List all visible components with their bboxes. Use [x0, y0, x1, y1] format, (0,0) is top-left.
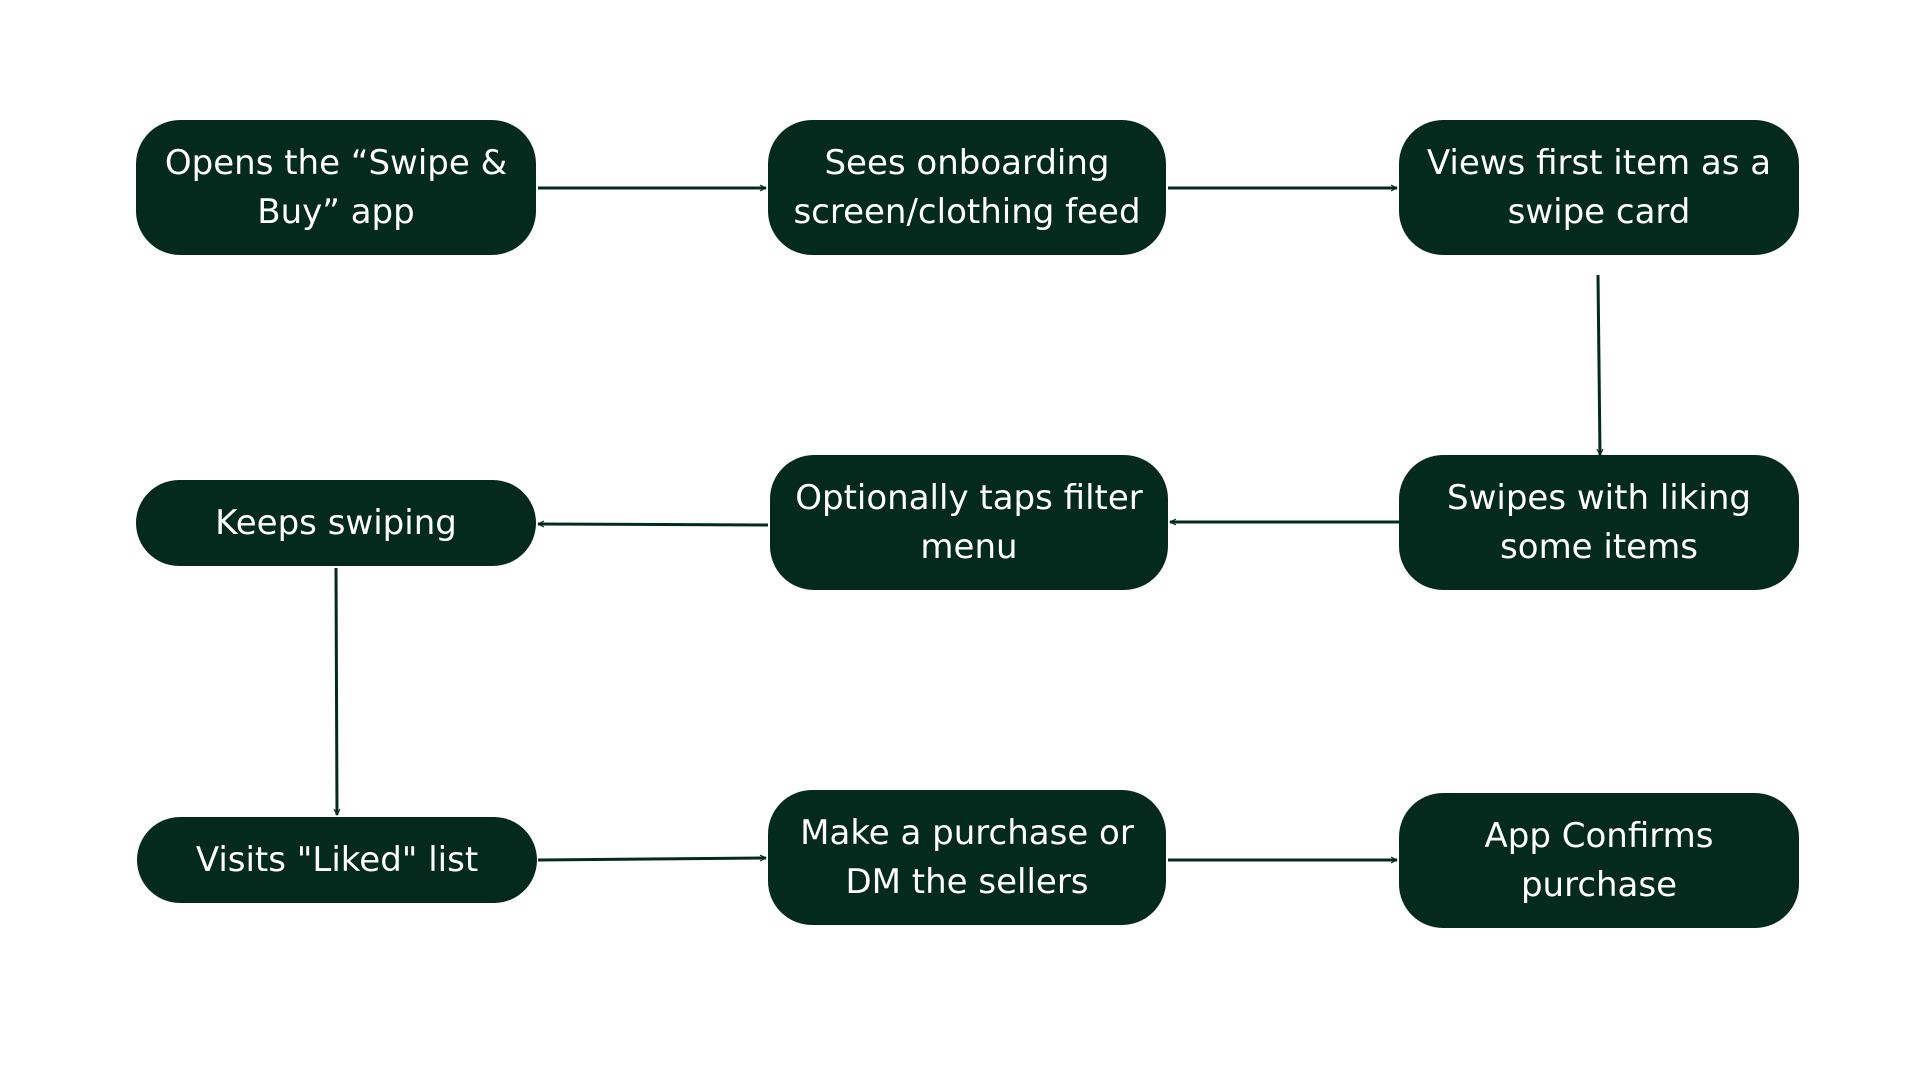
- edge-keeps-swiping-to-liked-list: [333, 567, 341, 816]
- edge-filter-menu-to-keeps-swiping: [537, 520, 769, 528]
- edge-liked-list-to-purchase: [537, 854, 767, 862]
- node-first-item: Views first item as a swipe card: [1399, 120, 1799, 255]
- node-liked-list: Visits "Liked" list: [137, 817, 537, 903]
- node-onboarding: Sees onboarding screen/clothing feed: [768, 120, 1166, 255]
- edge-first-item-to-swipes: [1596, 274, 1604, 456]
- node-purchase: Make a purchase or DM the sellers: [768, 790, 1166, 925]
- node-keeps-swiping: Keeps swiping: [136, 480, 536, 566]
- node-confirm: App Confirms purchase: [1399, 793, 1799, 928]
- node-open-app: Opens the “Swipe & Buy” app: [136, 120, 536, 255]
- node-swipes: Swipes with liking some items: [1399, 455, 1799, 590]
- node-filter-menu: Optionally taps filter menu: [770, 455, 1168, 590]
